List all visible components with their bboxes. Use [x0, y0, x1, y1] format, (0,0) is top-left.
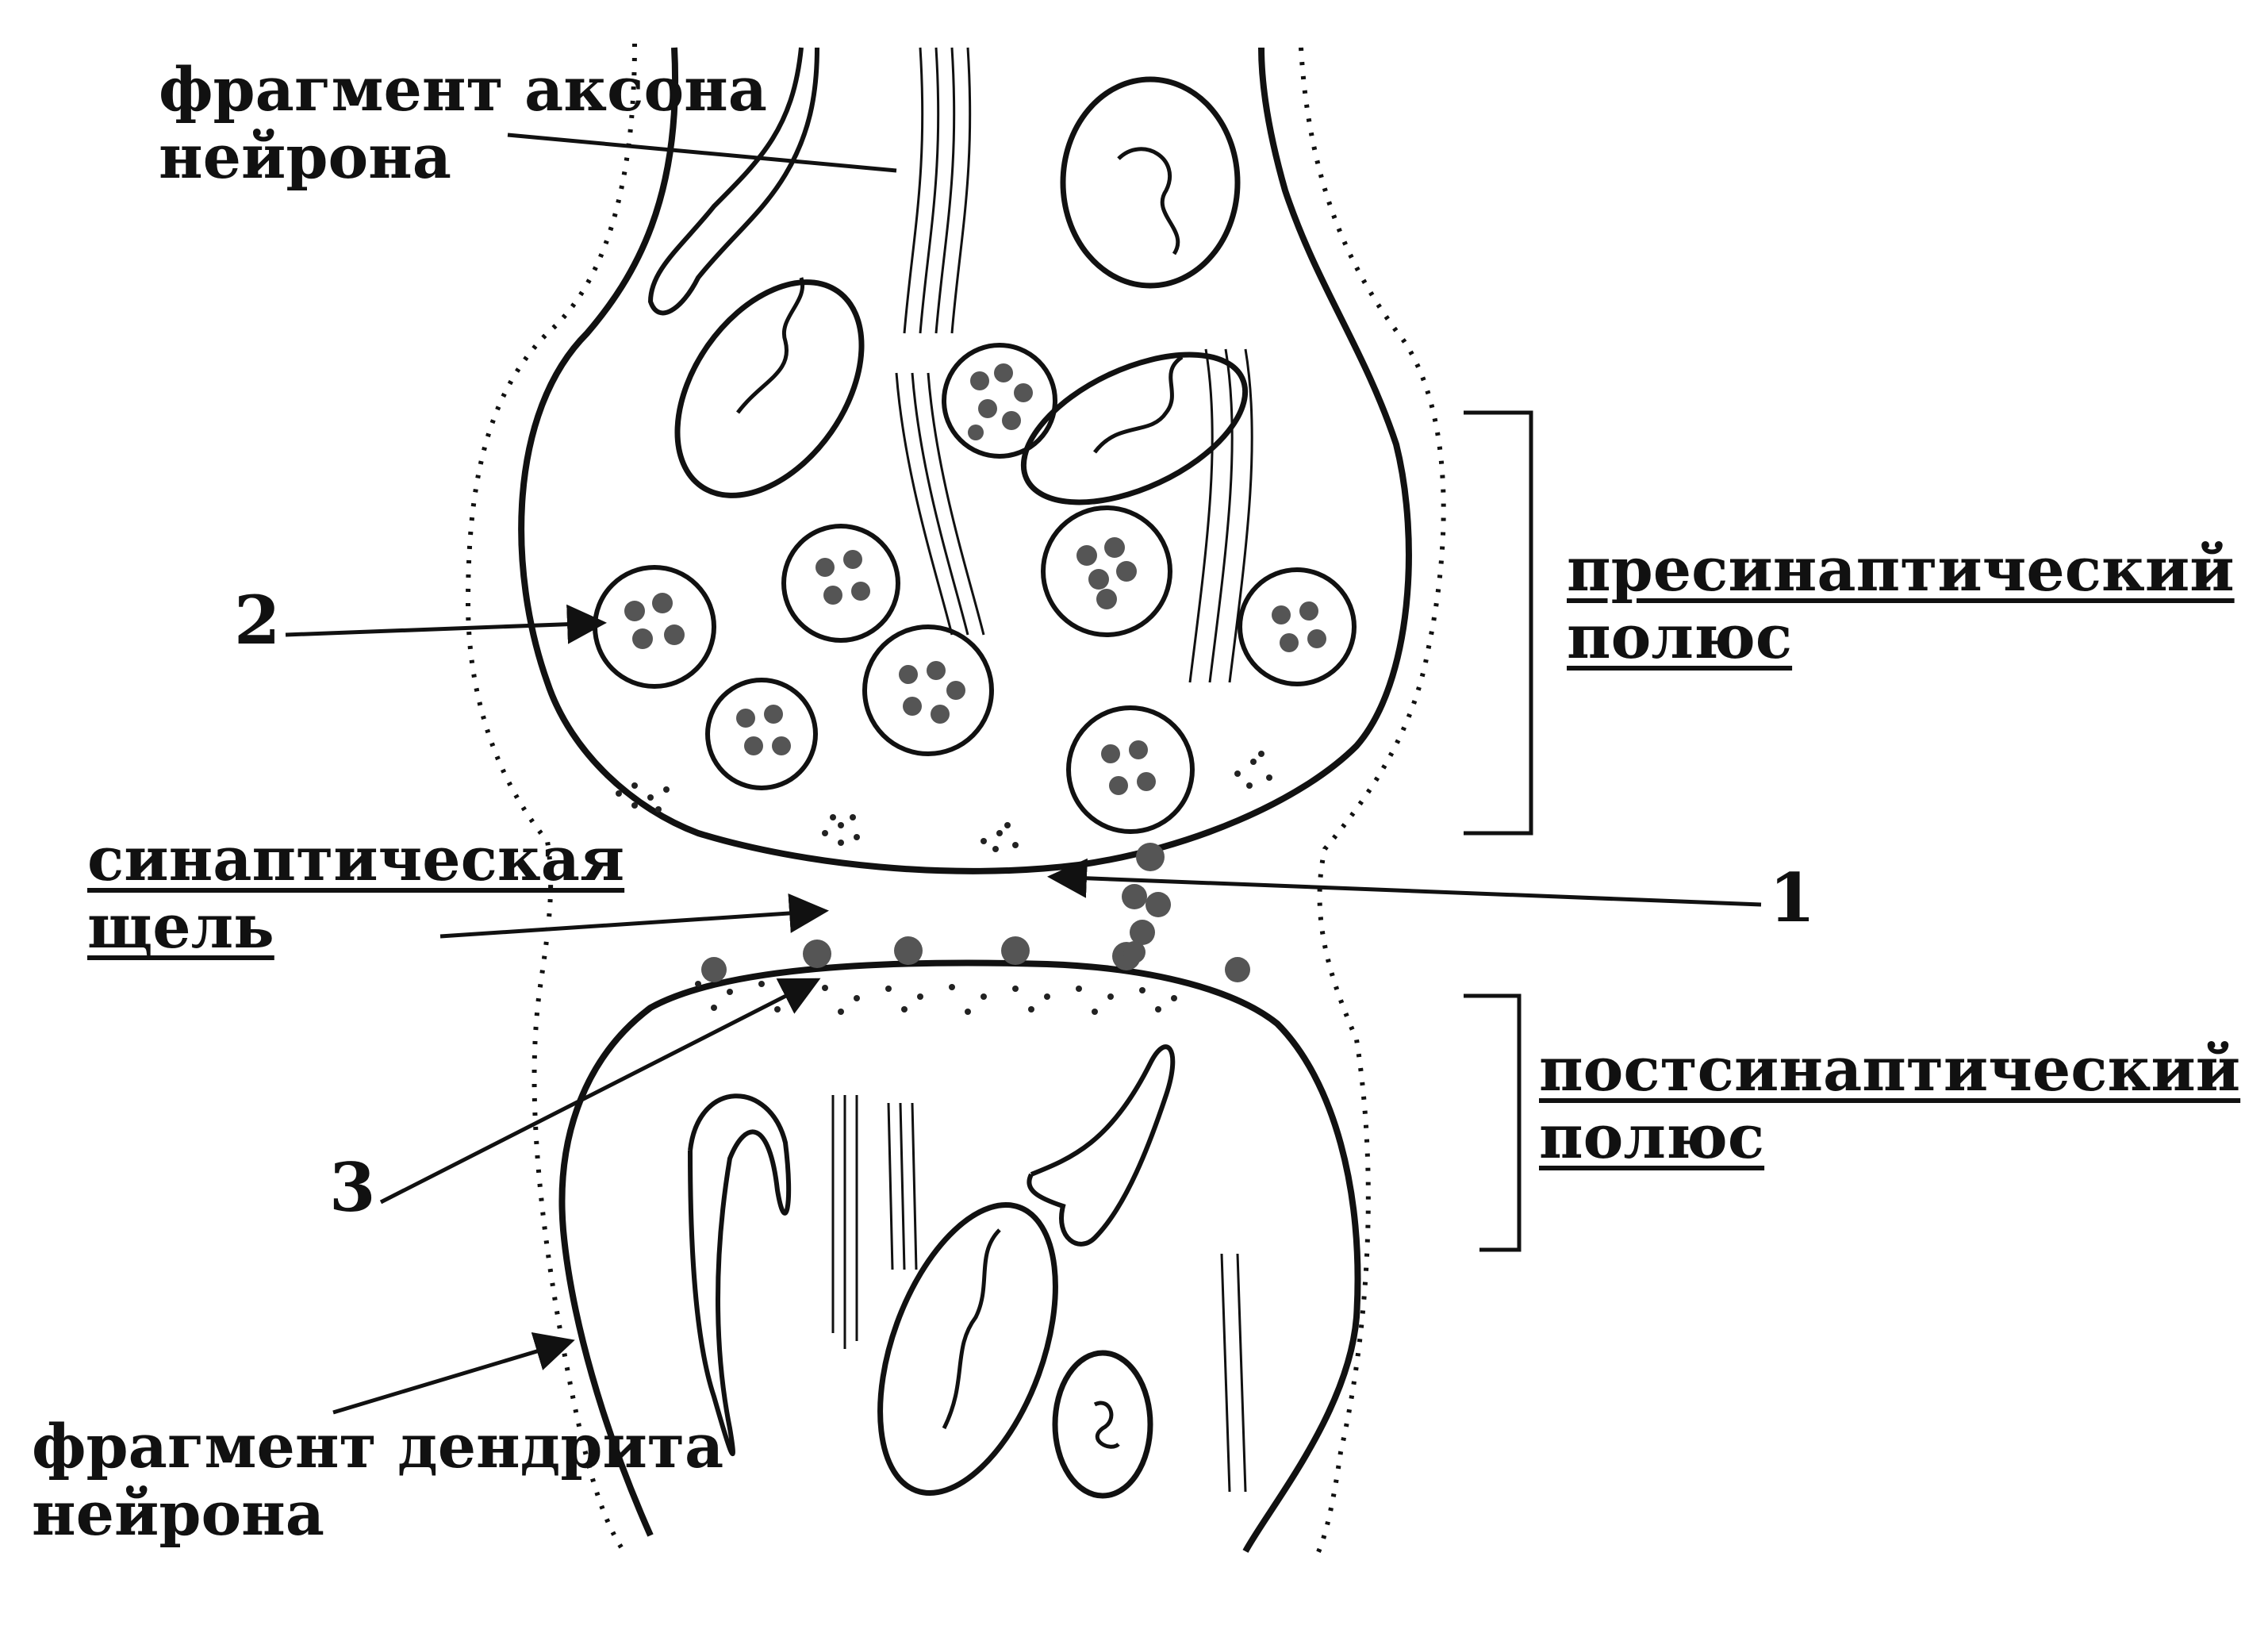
outer-dotted-membrane-right — [1299, 47, 1446, 1557]
dendrite-label-line2: нейрона — [32, 1478, 325, 1550]
postsynaptic-density — [695, 981, 1177, 1015]
postsynaptic-label-line2: полюс — [1539, 1101, 1765, 1173]
mitochondria — [674, 76, 1249, 1499]
pointer-1 — [1047, 858, 1762, 907]
presynaptic-label: пресинаптический полюс — [1567, 536, 2235, 671]
presynaptic-label-line2: полюс — [1567, 601, 1793, 673]
postsynaptic-bracket — [1464, 993, 1522, 1252]
cleft-label-line1: синаптическая — [87, 824, 625, 894]
pointer-2 — [285, 604, 607, 644]
axon-filaments — [895, 47, 1253, 683]
cleft-label-line2: щель — [87, 891, 274, 963]
postsynaptic-label: постсинаптический полюс — [1539, 1036, 2240, 1170]
outer-dotted-membrane-left — [465, 43, 637, 1557]
presynaptic-label-line1: пресинаптический — [1567, 534, 2235, 605]
neurotransmitter-release — [1122, 843, 1171, 963]
axon-label-line2: нейрона — [159, 121, 452, 193]
number-3: 3 — [329, 1148, 376, 1227]
axon-pointer-line — [507, 133, 897, 173]
cleft-label: синаптическая щель — [87, 825, 624, 960]
pointer-3 — [379, 978, 821, 1205]
presynaptic-density — [616, 751, 1272, 852]
presynaptic-membrane — [518, 47, 1412, 874]
dendrite-er — [688, 1044, 1176, 1457]
dendrite-filaments — [831, 1095, 1247, 1493]
number-2: 2 — [234, 581, 281, 659]
axon-label: фрагмент аксона нейрона — [159, 56, 767, 190]
dendrite-label-line1: фрагмент дендрита — [32, 1411, 724, 1481]
axon-er-tube — [647, 47, 819, 316]
dendrite-label: фрагмент дендрита нейрона — [32, 1412, 723, 1547]
number-1: 1 — [1769, 859, 1816, 937]
axon-label-line1: фрагмент аксона — [159, 54, 768, 125]
postsynaptic-label-line1: постсинаптический — [1539, 1034, 2241, 1105]
presynaptic-bracket — [1464, 410, 1533, 836]
dendrite-pointer — [332, 1332, 575, 1415]
vesicle-contents — [624, 363, 1326, 795]
cleft-pointer — [439, 893, 829, 939]
